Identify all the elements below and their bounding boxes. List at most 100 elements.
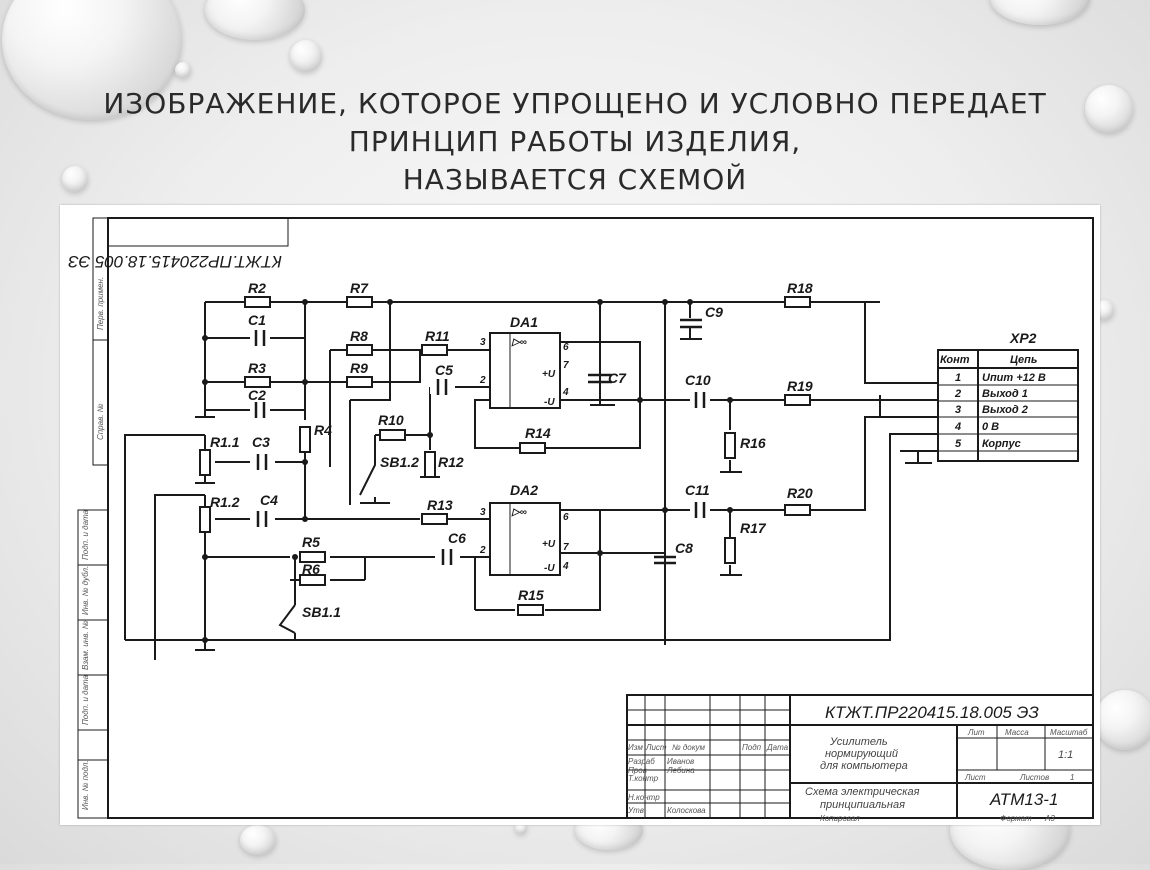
svg-text:C6: C6 bbox=[448, 530, 466, 546]
svg-text:R20: R20 bbox=[787, 485, 813, 501]
svg-text:R19: R19 bbox=[787, 378, 813, 394]
side-strip bbox=[77, 509, 109, 819]
side-label: Перв. примен. bbox=[96, 277, 105, 330]
wires bbox=[124, 300, 938, 660]
bubble-decoration bbox=[175, 62, 191, 78]
svg-text:3: 3 bbox=[955, 404, 961, 416]
svg-text:R15: R15 bbox=[518, 587, 544, 603]
resistor-r2 bbox=[244, 296, 271, 308]
resistor-r4 bbox=[299, 426, 311, 453]
svg-text:6: 6 bbox=[563, 512, 569, 523]
svg-text:Uпит +12 В: Uпит +12 В bbox=[982, 372, 1046, 384]
svg-text:R5: R5 bbox=[302, 534, 320, 550]
side-label: Инв. № подл. bbox=[81, 760, 90, 810]
svg-text:Конт: Конт bbox=[940, 354, 970, 366]
potentiometer-r1-1 bbox=[199, 449, 211, 476]
resistor-r8 bbox=[346, 344, 373, 356]
bubble-decoration bbox=[205, 0, 305, 40]
svg-text:2: 2 bbox=[479, 375, 486, 386]
svg-text:4: 4 bbox=[562, 387, 569, 398]
svg-text:5: 5 bbox=[955, 438, 962, 450]
svg-text:C4: C4 bbox=[260, 492, 278, 508]
resistor-r10 bbox=[379, 429, 406, 441]
svg-text:Подп: Подп bbox=[742, 743, 762, 752]
resistor-r17 bbox=[724, 537, 736, 564]
code-stamp-box bbox=[107, 217, 289, 247]
resistor-r16 bbox=[724, 432, 736, 459]
title-line-2: ПРИНЦИП РАБОТЫ ИЗДЕЛИЯ, bbox=[348, 125, 802, 158]
svg-text:R3: R3 bbox=[248, 360, 266, 376]
svg-text:-U: -U bbox=[544, 563, 555, 574]
svg-text:C8: C8 bbox=[675, 540, 693, 556]
svg-text:Усилитель: Усилитель bbox=[829, 736, 888, 748]
svg-text:C5: C5 bbox=[435, 362, 453, 378]
svg-text:для компьютера: для компьютера bbox=[820, 760, 908, 772]
svg-text:+U: +U bbox=[542, 369, 556, 380]
svg-text:Листов: Листов bbox=[1019, 773, 1049, 782]
title-block: КТЖТ.ПР220415.18.005 ЭЗ Изм Лист № докум… bbox=[626, 694, 1094, 823]
schematic-sheet: Перв. примен. Справ. № Подп. и дата Инв.… bbox=[60, 205, 1100, 825]
svg-text:C9: C9 bbox=[705, 304, 723, 320]
svg-text:Иванов: Иванов bbox=[667, 757, 694, 766]
svg-text:R4: R4 bbox=[314, 422, 332, 438]
svg-text:XP2: XP2 bbox=[1009, 330, 1037, 346]
svg-text:Н.контр: Н.контр bbox=[628, 793, 660, 802]
svg-text:R1.2: R1.2 bbox=[210, 494, 240, 510]
svg-text:C11: C11 bbox=[685, 482, 710, 498]
svg-text:Копировал: Копировал bbox=[820, 814, 860, 823]
svg-text:Лист: Лист bbox=[964, 773, 986, 782]
resistor-r15 bbox=[517, 604, 544, 616]
potentiometer-r1-2 bbox=[199, 506, 211, 533]
resistor-r11 bbox=[421, 344, 448, 356]
svg-text:1: 1 bbox=[955, 372, 961, 384]
svg-text:R8: R8 bbox=[350, 328, 368, 344]
svg-text:Формат: Формат bbox=[1000, 814, 1032, 823]
resistor-r20 bbox=[784, 504, 811, 516]
svg-text:R18: R18 bbox=[787, 280, 813, 296]
resistor-r5 bbox=[299, 551, 326, 563]
svg-text:DA2: DA2 bbox=[510, 482, 538, 498]
bubble-decoration bbox=[240, 825, 276, 855]
title-line-3: НАЗЫВАЕТСЯ СХЕМОЙ bbox=[402, 163, 748, 196]
component-labels: R2 R7 C1 R8 R11 DA1 R3 R9 C5 C2 C7 C9 R1… bbox=[210, 280, 1037, 620]
side-label: Взам. инв. № bbox=[81, 620, 90, 670]
svg-text:+U: +U bbox=[542, 539, 556, 550]
svg-text:R7: R7 bbox=[350, 280, 369, 296]
bubble-decoration bbox=[290, 40, 322, 72]
svg-text:Т.контр: Т.контр bbox=[628, 774, 659, 783]
svg-text:Разраб: Разраб bbox=[628, 757, 655, 766]
svg-text:R9: R9 bbox=[350, 360, 368, 376]
bubble-decoration bbox=[990, 0, 1090, 25]
svg-text:Изм: Изм bbox=[628, 743, 643, 752]
resistor-r7 bbox=[346, 296, 373, 308]
svg-text:2: 2 bbox=[954, 388, 961, 400]
svg-text:3: 3 bbox=[480, 337, 486, 348]
svg-text:-U: -U bbox=[544, 397, 555, 408]
svg-text:C3: C3 bbox=[252, 434, 270, 450]
bubble-decoration bbox=[62, 166, 88, 192]
svg-text:№ докум: № докум bbox=[672, 743, 706, 752]
svg-text:Выход 1: Выход 1 bbox=[982, 388, 1028, 400]
svg-text:принципиальная: принципиальная bbox=[820, 799, 905, 811]
svg-text:C1: C1 bbox=[248, 312, 266, 328]
resistors bbox=[199, 296, 811, 616]
title-block-code: КТЖТ.ПР220415.18.005 ЭЗ bbox=[825, 703, 1039, 722]
svg-text:нормирующий: нормирующий bbox=[825, 748, 898, 760]
circuit-schematic: Перв. примен. Справ. № Подп. и дата Инв.… bbox=[68, 217, 1094, 823]
resistor-r12 bbox=[424, 451, 436, 478]
side-label: Инв. № дубл. bbox=[81, 566, 90, 615]
svg-text:Цепь: Цепь bbox=[1010, 354, 1037, 366]
resistor-r9 bbox=[346, 376, 373, 388]
svg-text:1:1: 1:1 bbox=[1058, 749, 1073, 761]
svg-text:R17: R17 bbox=[740, 520, 767, 536]
svg-text:7: 7 bbox=[563, 360, 569, 371]
svg-text:4: 4 bbox=[954, 421, 961, 433]
svg-text:SB1.1: SB1.1 bbox=[302, 604, 341, 620]
svg-text:SB1.2: SB1.2 bbox=[380, 454, 419, 470]
svg-text:2: 2 bbox=[479, 545, 486, 556]
code-stamp: КТЖТ.ПР220415.18.005 ЭЗ bbox=[68, 252, 282, 271]
title-line-1: ИЗОБРАЖЕНИЕ, КОТОРОЕ УПРОЩЕНО И УСЛОВНО … bbox=[103, 87, 1047, 120]
bubble-decoration bbox=[1085, 85, 1133, 133]
opamp-da1: ▷∞ 6 7 4 +U -U 3 2 bbox=[479, 332, 569, 409]
svg-text:А3: А3 bbox=[1044, 814, 1055, 823]
